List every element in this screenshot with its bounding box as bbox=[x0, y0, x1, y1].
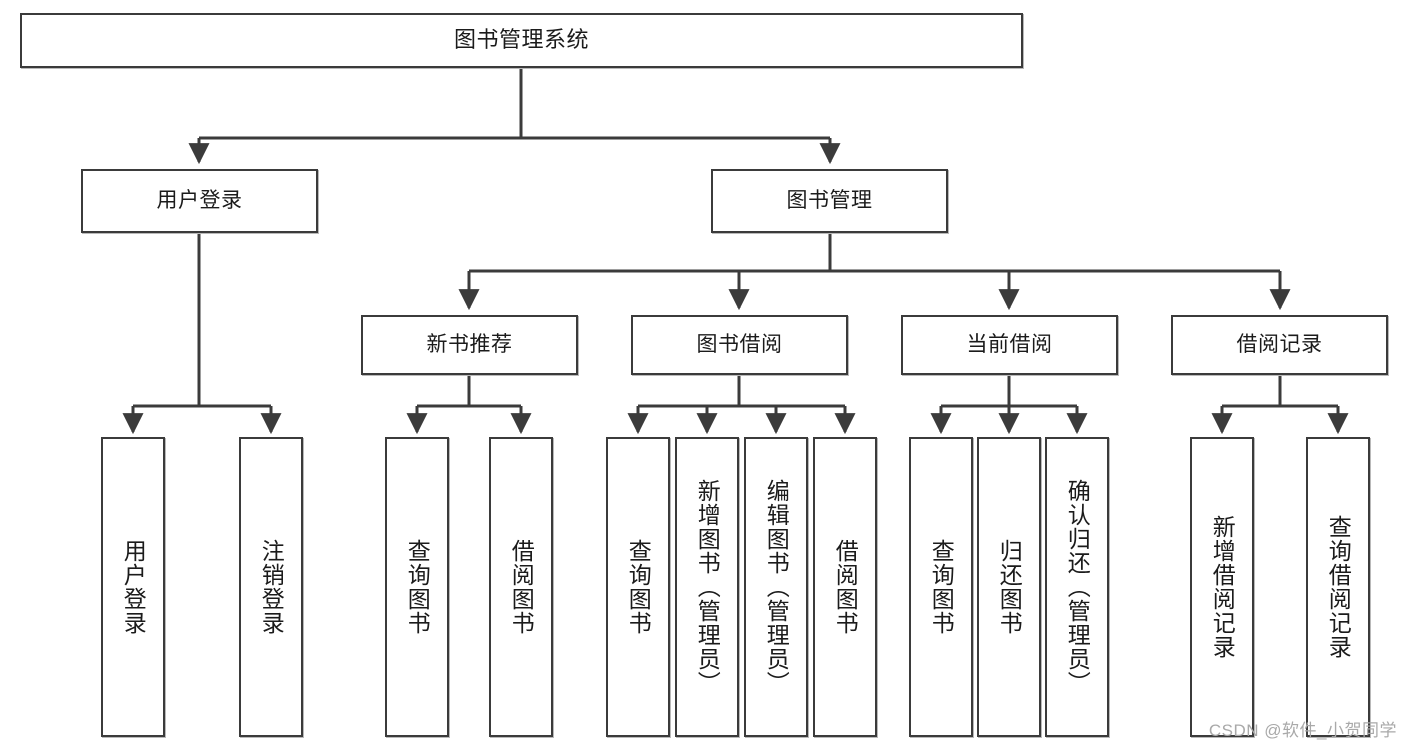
node-current-borrow-label: 当前借阅 bbox=[966, 333, 1053, 357]
leaf-query-book-current[interactable]: 查询图书 bbox=[909, 437, 973, 737]
node-root-label: 图书管理系统 bbox=[453, 27, 589, 53]
leaf-logout[interactable]: 注销登录 bbox=[239, 437, 303, 737]
leaf-edit-book-admin[interactable]: 编辑图书（管理员） bbox=[744, 437, 808, 737]
node-current-borrow[interactable]: 当前借阅 bbox=[901, 315, 1118, 375]
node-book-management[interactable]: 图书管理 bbox=[711, 169, 948, 233]
csdn-watermark: CSDN @软件_小贺同学 bbox=[1208, 721, 1397, 740]
leaf-query-book-borrow-label: 查询图书 bbox=[625, 539, 652, 635]
leaf-add-book-admin[interactable]: 新增图书（管理员） bbox=[675, 437, 739, 737]
leaf-user-login[interactable]: 用户登录 bbox=[101, 437, 165, 737]
leaf-query-book-newbook[interactable]: 查询图书 bbox=[385, 437, 449, 737]
leaf-return-book[interactable]: 归还图书 bbox=[977, 437, 1041, 737]
leaf-borrow-book-label: 借阅图书 bbox=[832, 539, 859, 635]
node-borrow-record[interactable]: 借阅记录 bbox=[1171, 315, 1388, 375]
leaf-borrow-book-newbook[interactable]: 借阅图书 bbox=[489, 437, 553, 737]
node-root[interactable]: 图书管理系统 bbox=[20, 13, 1023, 68]
leaf-query-book-borrow[interactable]: 查询图书 bbox=[606, 437, 670, 737]
node-new-book-recommend-label: 新书推荐 bbox=[426, 333, 513, 357]
node-book-management-label: 图书管理 bbox=[786, 189, 873, 213]
leaf-query-borrow-record[interactable]: 查询借阅记录 bbox=[1306, 437, 1370, 737]
leaf-add-borrow-record-label: 新增借阅记录 bbox=[1209, 515, 1236, 659]
leaf-confirm-return-admin-label: 确认归还（管理员） bbox=[1064, 479, 1091, 695]
leaf-borrow-book-newbook-label: 借阅图书 bbox=[508, 539, 535, 635]
node-new-book-recommend[interactable]: 新书推荐 bbox=[361, 315, 578, 375]
leaf-user-login-label: 用户登录 bbox=[120, 539, 147, 635]
leaf-query-book-current-label: 查询图书 bbox=[928, 539, 955, 635]
leaf-borrow-book[interactable]: 借阅图书 bbox=[813, 437, 877, 737]
node-borrow-record-label: 借阅记录 bbox=[1236, 333, 1323, 357]
leaf-query-book-newbook-label: 查询图书 bbox=[404, 539, 431, 635]
leaf-confirm-return-admin[interactable]: 确认归还（管理员） bbox=[1045, 437, 1109, 737]
node-book-borrow-label: 图书借阅 bbox=[696, 333, 783, 357]
node-user-login[interactable]: 用户登录 bbox=[81, 169, 318, 233]
leaf-edit-book-admin-label: 编辑图书（管理员） bbox=[763, 479, 790, 695]
leaf-logout-label: 注销登录 bbox=[258, 539, 285, 635]
leaf-add-borrow-record[interactable]: 新增借阅记录 bbox=[1190, 437, 1254, 737]
leaf-add-book-admin-label: 新增图书（管理员） bbox=[694, 479, 721, 695]
node-book-borrow[interactable]: 图书借阅 bbox=[631, 315, 848, 375]
leaf-return-book-label: 归还图书 bbox=[996, 539, 1023, 635]
node-user-login-label: 用户登录 bbox=[156, 189, 243, 213]
leaf-query-borrow-record-label: 查询借阅记录 bbox=[1325, 515, 1352, 659]
